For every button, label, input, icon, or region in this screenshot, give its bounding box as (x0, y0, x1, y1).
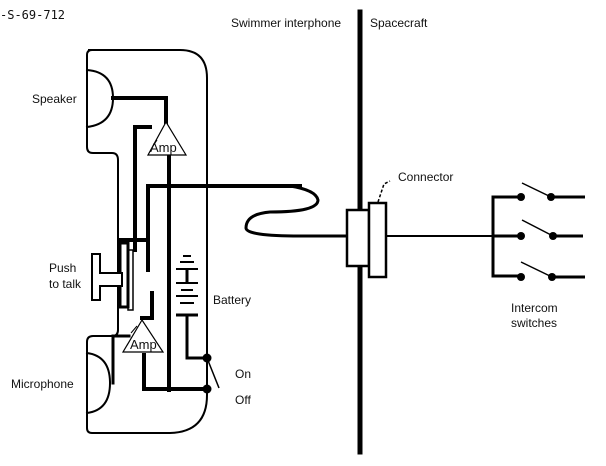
switch-off-label: Off (235, 393, 251, 407)
speaker-wire (111, 96, 168, 124)
figure-id: -S-69-712 (0, 8, 65, 22)
push-to-talk-label-2: to talk (49, 277, 82, 291)
microphone-icon (85, 351, 112, 415)
microphone-wire (111, 334, 131, 385)
connector-label: Connector (398, 170, 453, 184)
amp-top-arrow (152, 139, 158, 147)
amp-top-label: Amp (150, 140, 177, 155)
intercom-label-1: Intercom (511, 301, 558, 315)
intercom-label-2: switches (511, 316, 557, 330)
amp-top-input-wire (133, 125, 152, 252)
push-to-talk-button[interactable] (91, 253, 123, 301)
amp-bottom-label: Amp (130, 337, 157, 352)
intercom-switch-2[interactable] (517, 219, 583, 240)
coiled-cable (244, 184, 352, 238)
amp-bottom-arrow (130, 325, 138, 334)
amp-bottom-icon (121, 318, 165, 353)
amp-bottom-ground-wire (142, 353, 209, 391)
ptt-contact (127, 249, 134, 311)
heading-swimmer-interphone: Swimmer interphone (231, 16, 341, 30)
battery-label: Battery (213, 293, 251, 307)
battery-icon (176, 255, 207, 360)
speaker-label: Speaker (32, 92, 77, 106)
intercom-switch-1[interactable] (517, 182, 585, 201)
interphone-housing (86, 49, 208, 434)
heading-spacecraft: Spacecraft (370, 16, 428, 30)
on-off-switch[interactable] (206, 357, 220, 389)
intercom-switch-3[interactable] (517, 261, 585, 281)
microphone-label: Microphone (11, 377, 74, 391)
connector-leader (377, 180, 391, 203)
speaker-icon (85, 68, 115, 129)
push-to-talk-label-1: Push (49, 261, 76, 275)
connector-plug[interactable] (345, 208, 371, 268)
ptt-wire-lower (140, 291, 154, 320)
connector-socket (367, 201, 388, 279)
ptt-wire-upper (117, 238, 150, 272)
switch-on-label: On (235, 367, 251, 381)
